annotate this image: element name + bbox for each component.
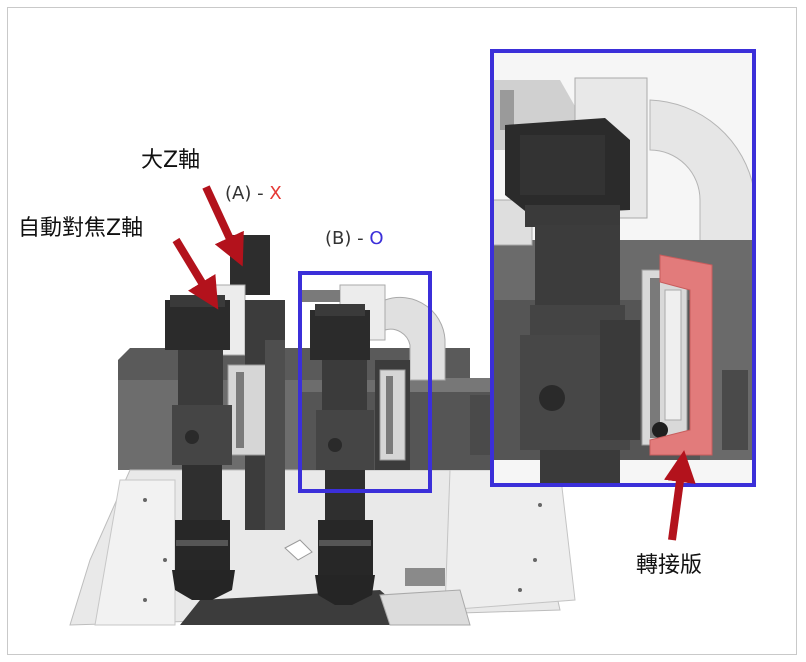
option-b-mark: O: [369, 228, 384, 249]
option-b-separator: -: [357, 228, 364, 249]
caption-option-b: (B) - O: [325, 230, 384, 248]
label-adapter-plate: 轉接版: [636, 553, 703, 578]
zoom-highlight-box: [490, 49, 756, 487]
adapter-plate-shape: [649, 254, 713, 456]
arrow-adapter-plate: [664, 450, 696, 541]
carriage-a: [165, 235, 285, 600]
option-a-separator: -: [257, 183, 264, 204]
option-a-mark: X: [269, 183, 282, 204]
option-a-tag: (A): [225, 183, 252, 204]
label-big-z-axis: 大Z軸: [141, 148, 201, 173]
label-autofocus-z-axis: 自動對焦Z軸: [18, 216, 144, 241]
caption-option-a: (A) - X: [225, 185, 282, 203]
image-frame: [7, 7, 797, 655]
zoom-inset: [491, 51, 755, 485]
option-b-tag: (B): [325, 228, 352, 249]
arrow-autofocus-z-axis: [172, 237, 219, 310]
option-b-highlight-box: [298, 271, 432, 493]
arrow-big-z-axis: [202, 185, 244, 267]
